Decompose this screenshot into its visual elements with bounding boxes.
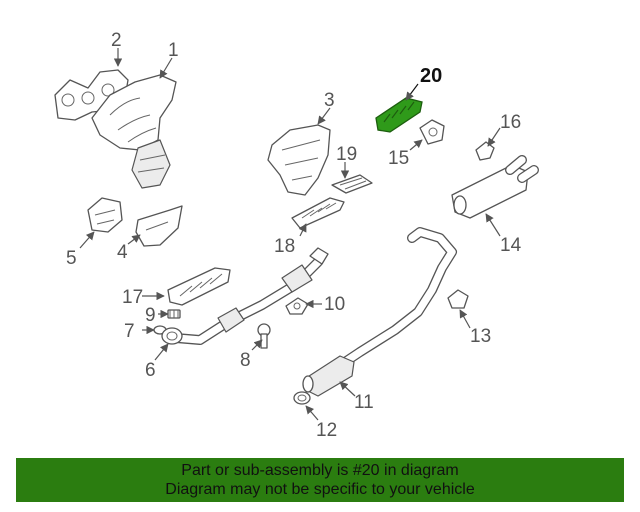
callout-6: 6 <box>145 360 156 381</box>
part-16-hanger-clip <box>475 141 495 161</box>
callout-7: 7 <box>124 321 135 342</box>
part-9-bolt <box>167 309 181 319</box>
callout-12: 12 <box>316 420 337 441</box>
banner-line-2: Diagram may not be specific to your vehi… <box>165 481 475 498</box>
part-4-heat-shield <box>135 205 183 247</box>
callout-20: 20 <box>420 65 442 87</box>
callout-4: 4 <box>117 242 128 263</box>
part-5-lower-shield <box>87 197 123 233</box>
callout-10: 10 <box>324 294 345 315</box>
part-3-heat-shield <box>267 124 331 196</box>
callout-14: 14 <box>500 235 522 256</box>
callout-1: 1 <box>168 40 179 61</box>
callout-16: 16 <box>500 112 521 133</box>
callout-15: 15 <box>388 148 409 169</box>
info-banner: Part or sub-assembly is #20 in diagram D… <box>16 458 624 502</box>
callout-19: 19 <box>336 144 357 165</box>
part-12-flange-gasket <box>293 391 311 405</box>
part-17-ribbed-shield <box>167 267 231 306</box>
exhaust-parts-diagram: 1 2 3 4 5 6 7 8 9 10 11 12 13 14 15 16 1… <box>54 30 539 441</box>
part-20-heat-insulator <box>375 97 423 133</box>
part-10-hanger <box>285 297 309 315</box>
leader-lines <box>79 48 501 421</box>
callout-8: 8 <box>240 350 251 371</box>
part-18-ribbed-shield <box>291 197 345 229</box>
part-14-muffler <box>451 155 539 219</box>
part-15-mount <box>419 119 445 145</box>
part-11-center-pipe <box>302 227 457 397</box>
callout-5: 5 <box>66 248 77 269</box>
callout-9: 9 <box>145 305 156 326</box>
callout-17: 17 <box>122 287 143 308</box>
callout-13: 13 <box>470 326 491 347</box>
part-13-hanger-bracket <box>447 289 469 309</box>
callout-2: 2 <box>111 30 122 51</box>
banner-line-1: Part or sub-assembly is #20 in diagram <box>181 462 459 479</box>
callout-11: 11 <box>354 392 374 413</box>
part-1-exhaust-manifold <box>91 74 177 189</box>
callout-18: 18 <box>274 236 295 257</box>
callouts: 1 2 3 4 5 6 7 8 9 10 11 12 13 14 15 16 1… <box>66 30 522 441</box>
callout-3: 3 <box>324 90 335 111</box>
part-8-stud <box>257 323 271 349</box>
part-6-front-pipe <box>161 247 329 345</box>
part-19-heat-shield-plate <box>331 174 373 194</box>
